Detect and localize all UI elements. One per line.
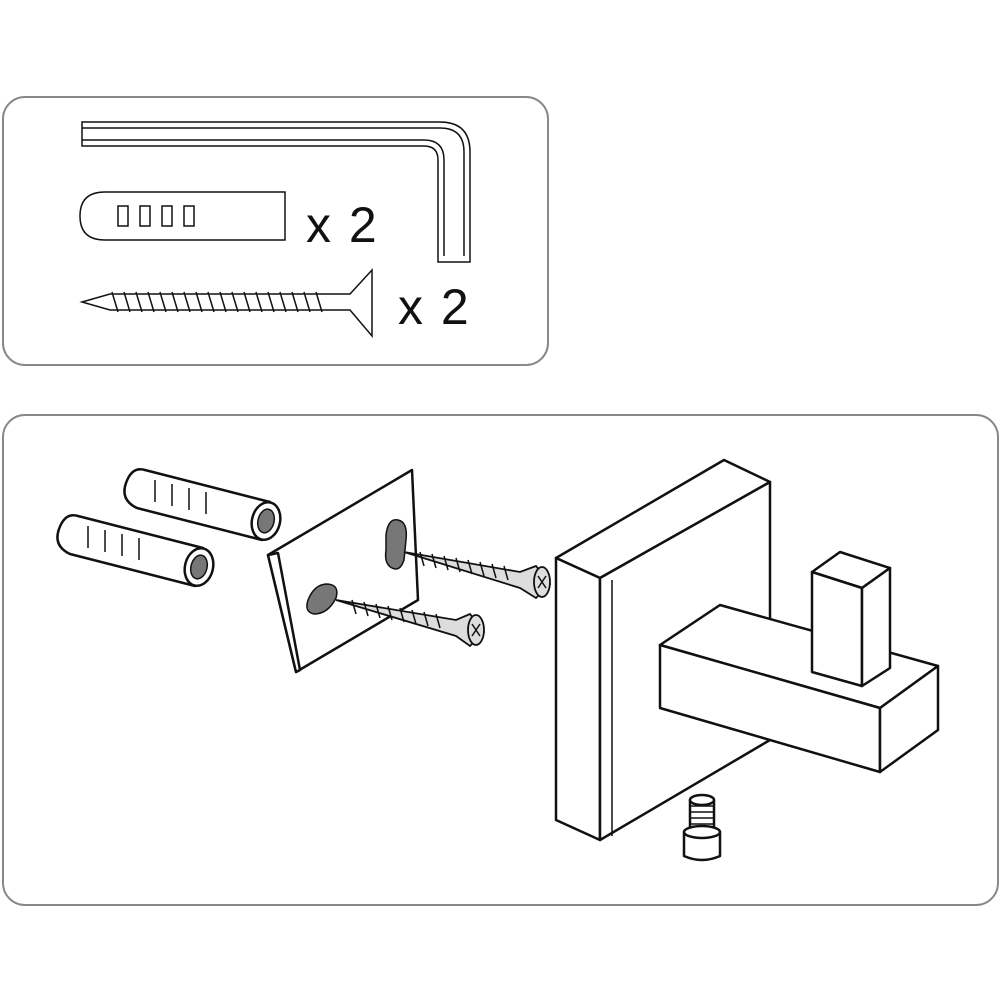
- parts-panel-frame: [2, 96, 549, 366]
- mounting-plate-icon: [266, 468, 420, 674]
- wall-anchor-icon: [79, 191, 286, 241]
- screw-icon: [79, 268, 373, 339]
- screw-icon: [335, 599, 486, 648]
- screw-quantity-label: x 2: [398, 279, 471, 335]
- set-screw-icon: [682, 793, 722, 862]
- wall-plug-icon: [56, 514, 215, 588]
- wall-plug-icon: [123, 468, 282, 542]
- allen-key-icon: [81, 121, 471, 263]
- anchor-quantity-label: x 2: [306, 197, 379, 253]
- screw-icon: [403, 551, 552, 600]
- hook-arm-icon: [658, 550, 940, 774]
